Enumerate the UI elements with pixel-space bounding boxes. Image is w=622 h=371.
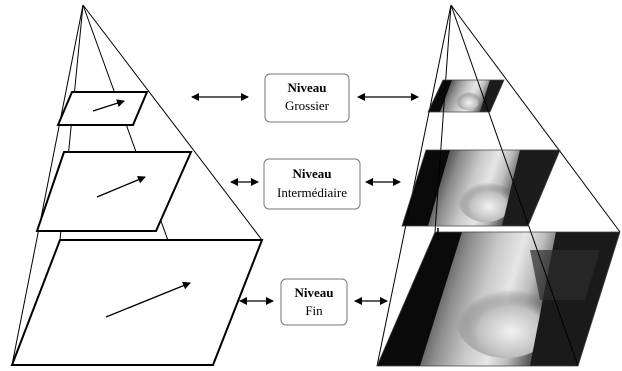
right-pyramid [377, 5, 620, 366]
coarse-label-line2: Grossier [285, 98, 330, 113]
left-pyramid [12, 5, 262, 365]
coarse-level-row: Niveau Grossier [192, 74, 418, 122]
intermediate-level-plane [37, 152, 191, 231]
intermediate-level-image [402, 150, 560, 226]
fine-level-image [377, 232, 620, 366]
fine-level-plane [12, 240, 262, 365]
fine-label-line2: Fin [305, 303, 323, 318]
coarse-label-line1: Niveau [288, 80, 327, 95]
intermediate-label-line1: Niveau [293, 166, 332, 181]
coarse-level-image [428, 80, 504, 112]
fine-label-line1: Niveau [295, 285, 334, 300]
intermediate-level-row: Niveau Intermédiaire [231, 159, 400, 209]
fine-level-row: Niveau Fin [240, 279, 387, 325]
intermediate-label-line2: Intermédiaire [277, 185, 347, 200]
